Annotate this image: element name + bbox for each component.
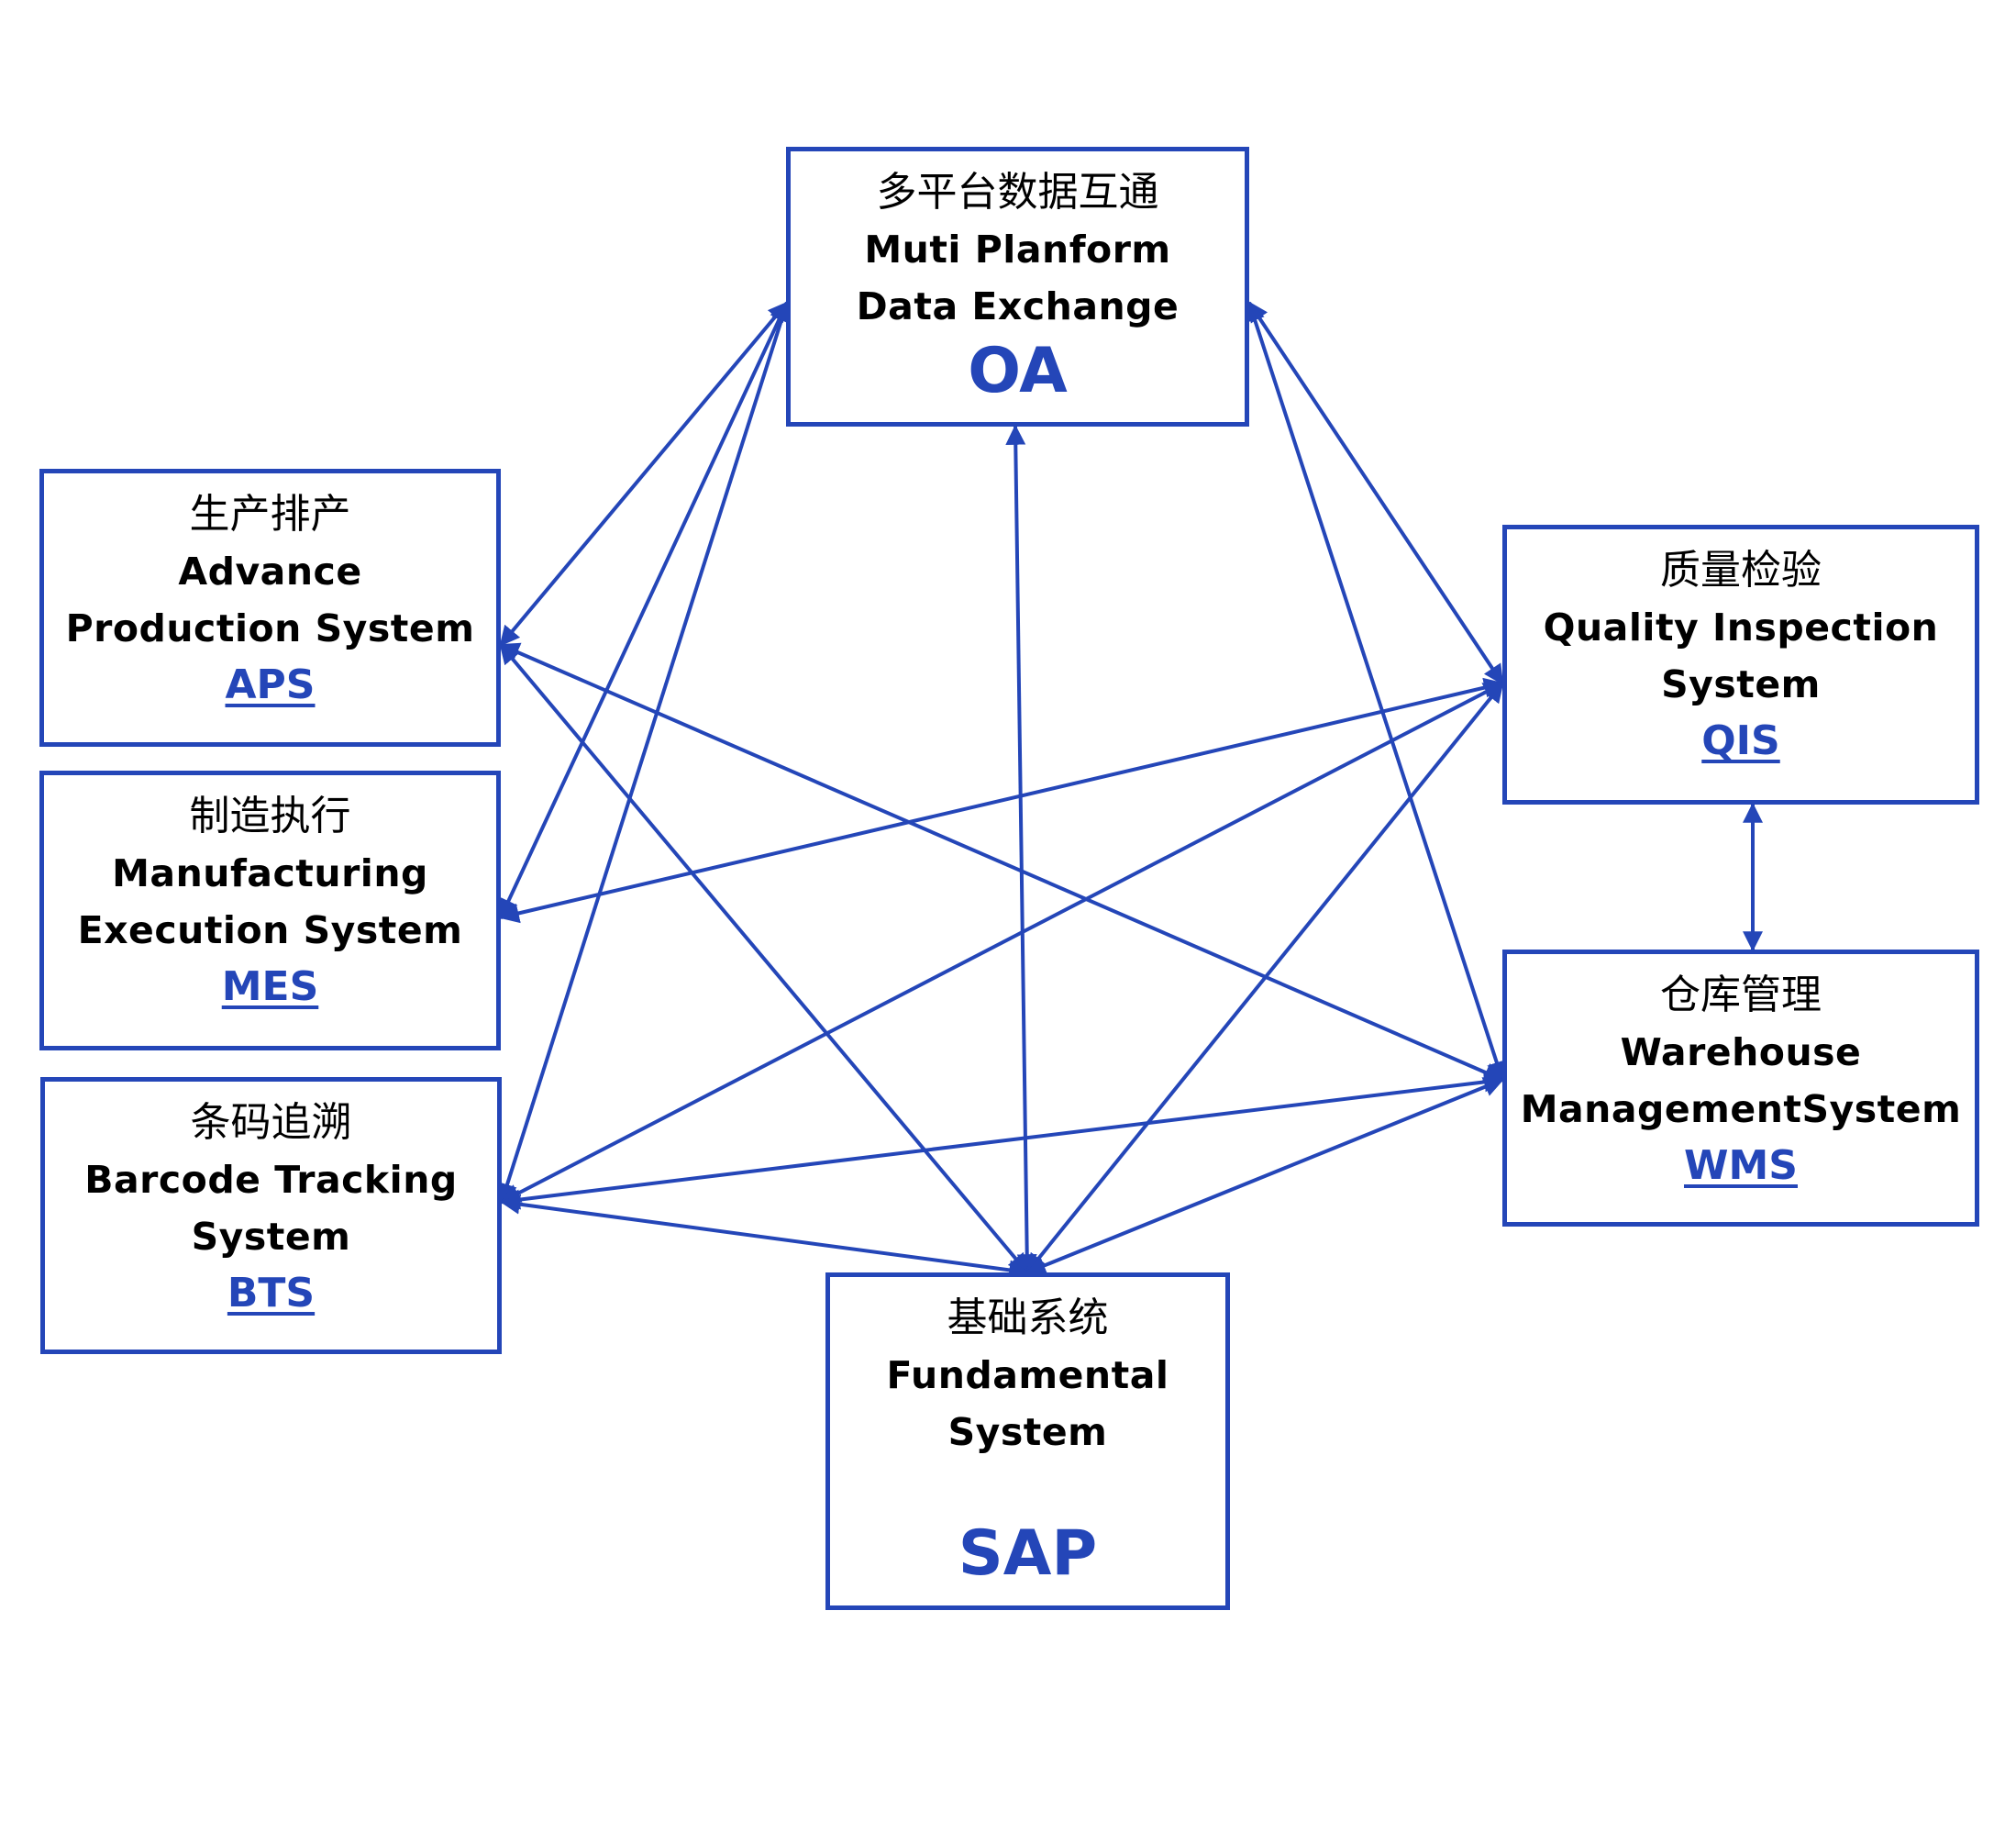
edge-wms-sap-arrow xyxy=(1025,1077,1505,1275)
edge-oa-aps-arrow xyxy=(499,301,789,647)
node-qis-en-line-2: System xyxy=(1661,662,1821,706)
node-sap-cn-label: 基础系统 xyxy=(947,1294,1109,1341)
edge-aps-wms-arrow xyxy=(498,642,1505,1083)
edge-oa-mes-arrow xyxy=(499,301,789,919)
node-wms-cn-label: 仓库管理 xyxy=(1660,972,1822,1018)
node-sap-en-line-1: Fundamental xyxy=(886,1353,1169,1397)
node-aps[interactable]: 生产排产 Advance Production System APS xyxy=(39,469,501,747)
node-aps-abbr-link[interactable]: APS xyxy=(225,661,316,708)
node-mes-en-line-1: Manufacturing xyxy=(112,851,428,895)
node-qis-en-line-1: Quality Inspection xyxy=(1543,605,1939,650)
node-bts-cn-label: 条码追溯 xyxy=(190,1099,352,1146)
edge-oa-sap-arrow xyxy=(1005,424,1037,1275)
edge-qis-sap-arrow xyxy=(1025,682,1504,1274)
edge-oa-qis-arrow xyxy=(1247,301,1504,685)
edge-bts-sap-arrow xyxy=(499,1194,1030,1281)
node-bts[interactable]: 条码追溯 Barcode Tracking System BTS xyxy=(40,1077,502,1354)
node-aps-en-line-1: Advance xyxy=(178,550,362,594)
node-sap[interactable]: 基础系统 Fundamental System SAP xyxy=(825,1272,1230,1610)
node-wms-en-line-2: ManagementSystem xyxy=(1520,1087,1962,1131)
node-wms[interactable]: 仓库管理 Warehouse ManagementSystem WMS xyxy=(1502,950,1979,1227)
node-wms-en-line-1: Warehouse xyxy=(1620,1030,1862,1074)
node-oa-cn-label: 多平台数据互通 xyxy=(876,169,1159,216)
node-oa-abbr: OA xyxy=(968,335,1068,407)
node-mes-en-line-2: Execution System xyxy=(77,908,463,952)
node-mes-abbr-link[interactable]: MES xyxy=(221,963,319,1010)
node-aps-cn-label: 生产排产 xyxy=(189,491,351,538)
node-oa[interactable]: 多平台数据互通 Muti Planform Data Exchange OA xyxy=(786,147,1249,427)
node-mes[interactable]: 制造执行 Manufacturing Execution System MES xyxy=(39,771,501,1050)
node-wms-abbr-link[interactable]: WMS xyxy=(1683,1142,1798,1189)
node-qis[interactable]: 质量检验 Quality Inspection System QIS xyxy=(1502,525,1979,805)
edge-bts-qis-arrow xyxy=(500,682,1504,1204)
node-sap-en-line-2: System xyxy=(947,1410,1108,1454)
node-sap-abbr: SAP xyxy=(958,1517,1098,1590)
node-bts-abbr-link[interactable]: BTS xyxy=(227,1270,316,1316)
node-mes-cn-label: 制造执行 xyxy=(189,793,351,839)
node-qis-cn-label: 质量检验 xyxy=(1660,547,1822,594)
node-aps-en-line-2: Production System xyxy=(65,606,475,650)
node-bts-en-line-1: Barcode Tracking xyxy=(84,1158,458,1202)
node-qis-abbr-link[interactable]: QIS xyxy=(1701,717,1780,764)
node-oa-en-line-1: Muti Planform xyxy=(864,228,1171,272)
node-bts-en-line-2: System xyxy=(191,1215,351,1259)
edge-mes-qis-arrow xyxy=(498,677,1505,924)
node-oa-en-line-2: Data Exchange xyxy=(856,284,1180,328)
